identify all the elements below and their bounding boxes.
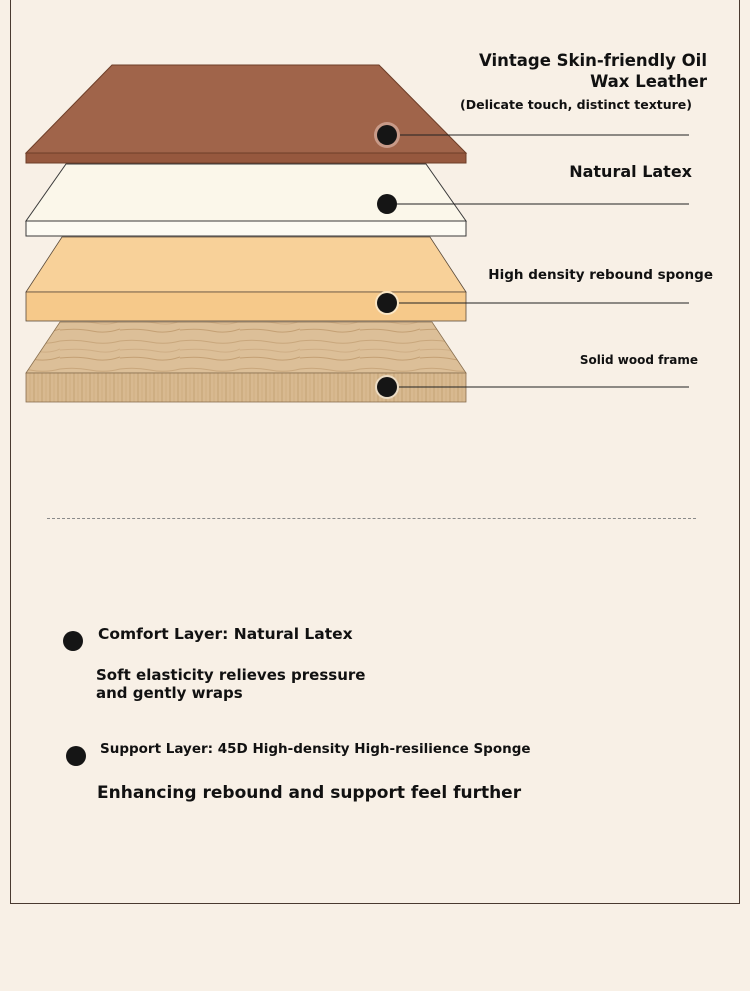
label-leather: Vintage Skin-friendly Oil Wax Leather <box>479 50 707 92</box>
feature-support-description: Enhancing rebound and support feel furth… <box>97 783 522 803</box>
label-leather-subtitle: (Delicate touch, distinct texture) <box>460 97 692 112</box>
latex-layer <box>25 163 467 237</box>
label-sponge: High density rebound sponge <box>488 267 713 283</box>
marker-wood <box>377 377 397 397</box>
feature-support-title: Support Layer: 45D High-density High-res… <box>100 741 531 757</box>
content-frame <box>10 0 740 904</box>
label-wood: Solid wood frame <box>579 353 698 367</box>
label-leather-line1: Vintage Skin-friendly Oil <box>479 51 707 70</box>
marker-leather <box>377 125 397 145</box>
feature-comfort-description: Soft elasticity relieves pressure and ge… <box>96 666 366 702</box>
marker-sponge <box>377 293 397 313</box>
sponge-layer <box>25 236 467 322</box>
leather-layer <box>24 64 468 164</box>
label-latex: Natural Latex <box>569 162 692 181</box>
marker-latex <box>377 194 397 214</box>
bullet-support <box>66 746 86 766</box>
feature-comfort-title: Comfort Layer: Natural Latex <box>98 625 353 643</box>
wood-layer <box>25 321 467 403</box>
label-leather-line2: Wax Leather <box>590 72 707 91</box>
dashed-divider <box>47 518 696 519</box>
bullet-comfort <box>63 631 83 651</box>
